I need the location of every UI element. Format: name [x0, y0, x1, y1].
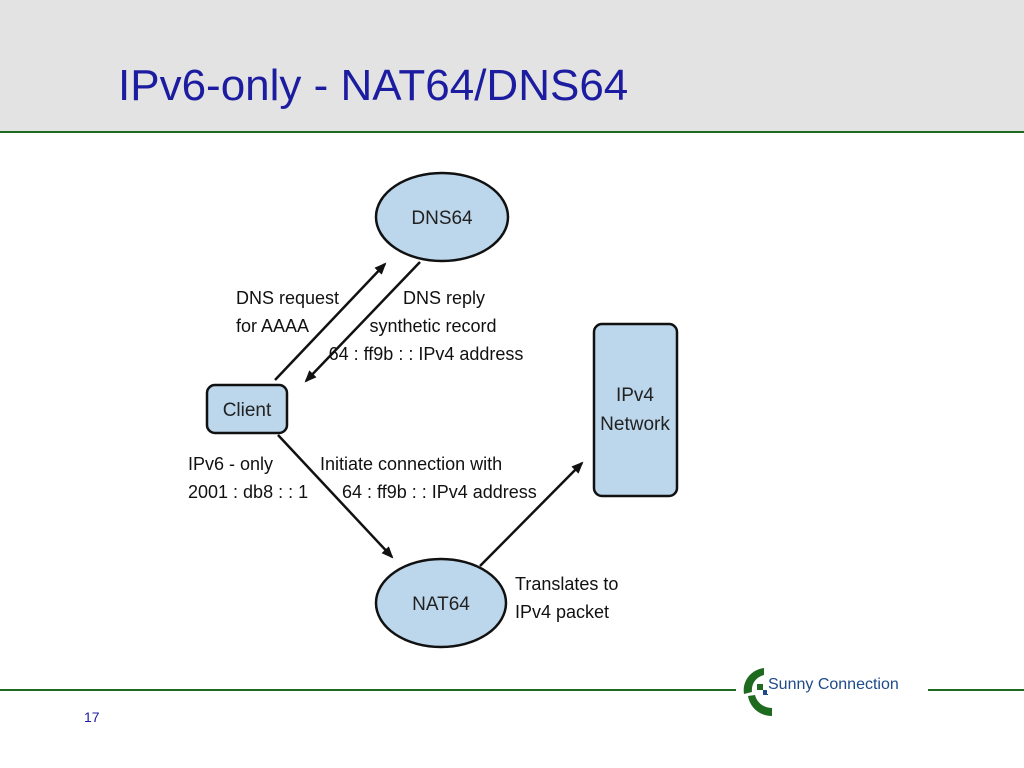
- node-ipv4-network-label-line2: Network: [600, 414, 670, 435]
- label-dns-request: DNS request for AAAA: [236, 288, 339, 336]
- slide-title: IPv6-only - NAT64/DNS64: [118, 61, 629, 110]
- footer-divider-right: [928, 689, 1024, 691]
- node-ipv4-network: IPv4 Network: [592, 322, 679, 498]
- edge-dns-reply: [304, 261, 421, 383]
- node-ipv4-network-label-line1: IPv4: [616, 385, 654, 406]
- edge-initiate-connection: [277, 434, 394, 559]
- label-dns-request-line1: DNS request: [236, 288, 339, 308]
- label-translates: Translates to IPv4 packet: [515, 574, 618, 622]
- label-translates-line1: Translates to: [515, 574, 618, 594]
- label-dns-reply-line1: DNS reply: [403, 288, 485, 308]
- label-dns-reply-line2: synthetic record: [369, 316, 496, 336]
- sunny-connection-logo-icon: [743, 668, 772, 716]
- edge-dns-request: [274, 262, 387, 381]
- label-translates-line2: IPv4 packet: [515, 602, 609, 622]
- slide-header: [0, 0, 1024, 133]
- label-initiate-connection: Initiate connection with 64 : ff9b : : I…: [320, 454, 537, 502]
- footer-divider-left: [0, 689, 736, 691]
- logo-text: Sunny Connection: [767, 676, 902, 694]
- label-client-info: IPv6 - only 2001 : db8 : : 1: [188, 454, 308, 502]
- label-dns-request-line2: for AAAA: [236, 316, 309, 336]
- label-dns-reply-line3: 64 : ff9b : : IPv4 address: [329, 344, 524, 364]
- node-nat64: NAT64: [374, 557, 508, 649]
- node-dns64: DNS64: [374, 171, 510, 263]
- node-dns64-label: DNS64: [411, 208, 473, 229]
- label-dns-reply: DNS reply synthetic record 64 : ff9b : :…: [329, 288, 524, 364]
- label-client-info-line1: IPv6 - only: [188, 454, 273, 474]
- label-initiate-line1: Initiate connection with: [320, 454, 502, 474]
- edge-translate: [479, 461, 584, 567]
- label-client-info-line2: 2001 : db8 : : 1: [188, 482, 308, 502]
- node-client: Client: [205, 383, 289, 435]
- node-nat64-label: NAT64: [412, 594, 470, 615]
- label-initiate-line2: 64 : ff9b : : IPv4 address: [342, 482, 537, 502]
- node-client-label: Client: [223, 400, 272, 421]
- page-number: 17: [84, 709, 100, 725]
